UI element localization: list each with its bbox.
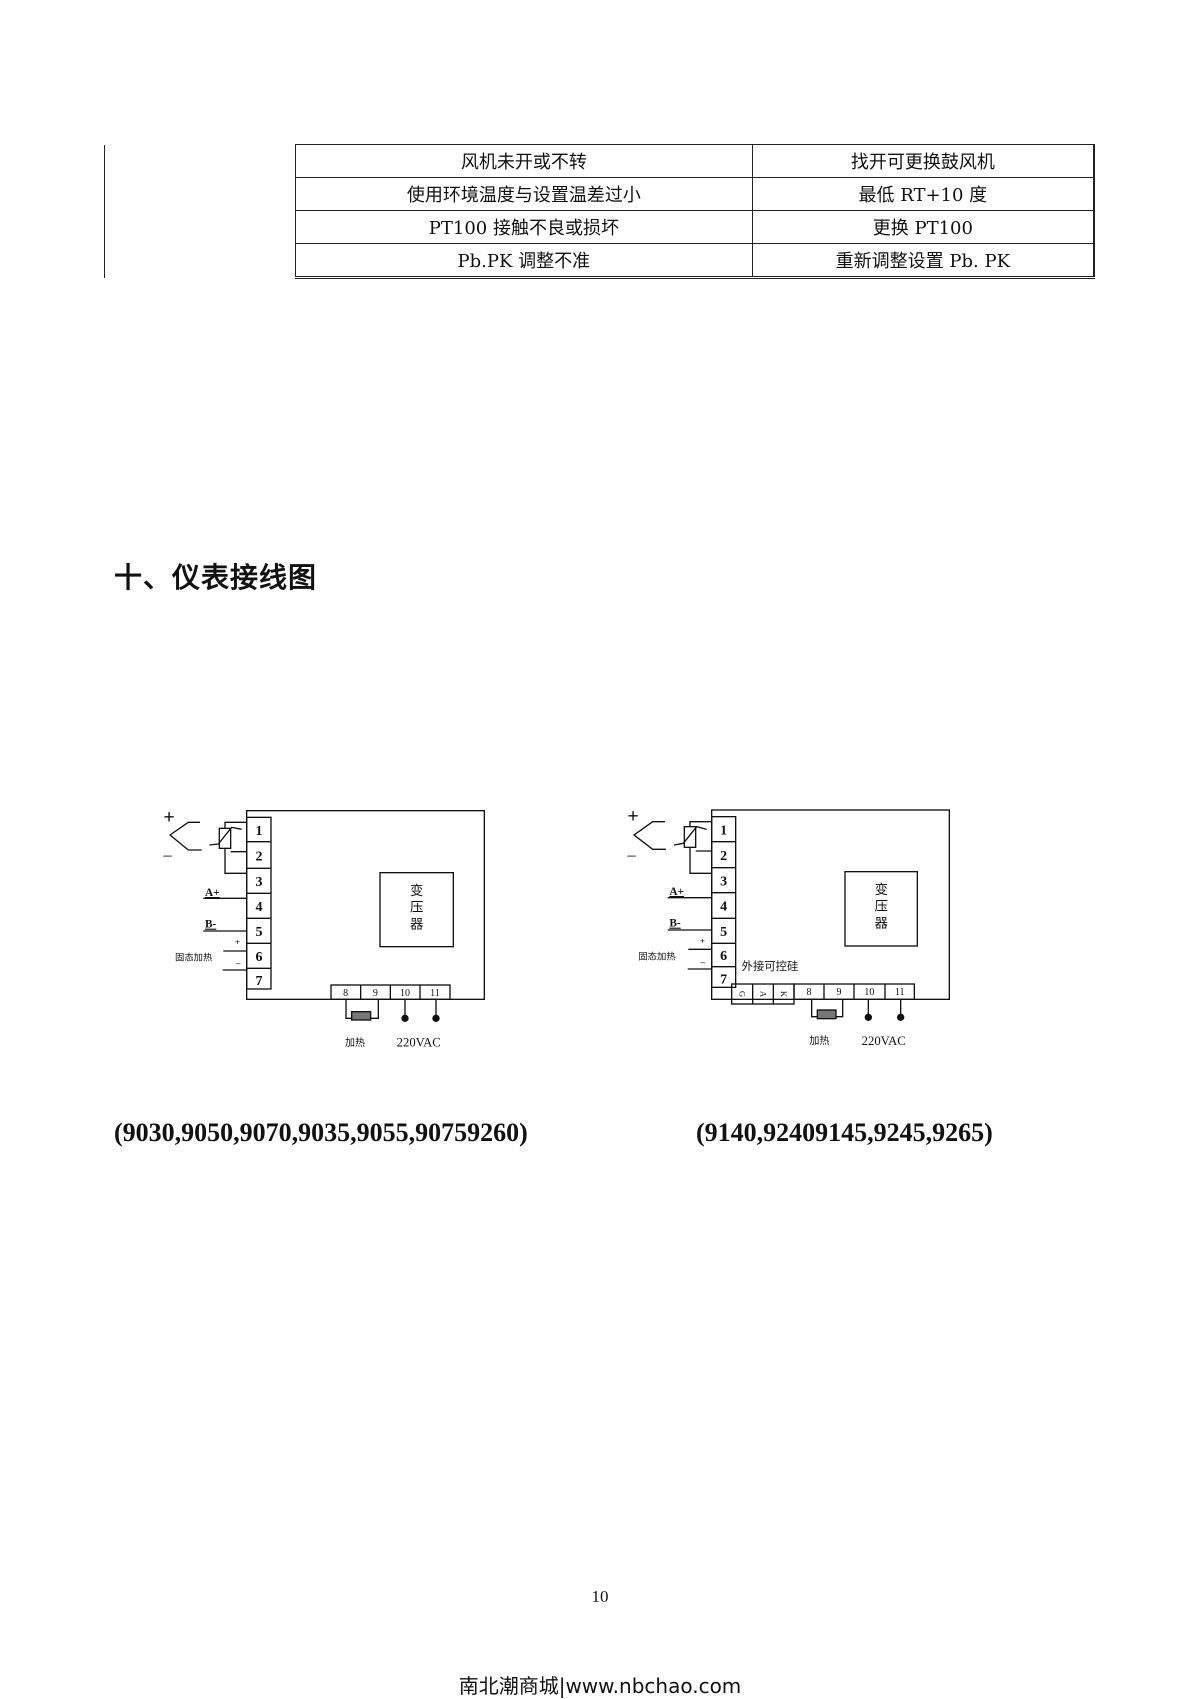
terminal-label: 1 — [720, 823, 727, 838]
ssr-minus-label: – — [235, 958, 241, 968]
minus-label: – — [626, 845, 636, 864]
transformer-label: 器 — [875, 915, 888, 930]
terminal-label: 8 — [343, 988, 348, 999]
cause-cell: Pb.PK 调整不准 — [295, 243, 753, 279]
rtd-icon — [683, 826, 697, 848]
terminal-label: 10 — [400, 988, 410, 999]
thermocouple-icon — [632, 821, 666, 850]
terminal-label: 7 — [256, 974, 263, 989]
heater-label: 加热 — [345, 1036, 365, 1049]
heater-label: 加热 — [809, 1034, 829, 1047]
ssr-label: 固态加热 — [175, 952, 213, 964]
scr-label: 外接可控硅 — [742, 959, 799, 973]
terminal-label: 11 — [430, 988, 440, 999]
ssr-plus-label: + — [700, 936, 705, 946]
ssr-minus-label: – — [700, 957, 706, 967]
ssr-plus-label: + — [235, 937, 240, 947]
terminal-label: 5 — [256, 925, 263, 940]
wiring-diagram-1: + – 1 2 3 4 5 6 7 A+ B- + – 固态加热 变 压 器 8… — [162, 806, 485, 1050]
terminal-label: 3 — [720, 874, 727, 889]
cause-cell: PT100 接触不良或损坏 — [295, 210, 753, 244]
ssr-label: 固态加热 — [638, 950, 676, 962]
minus-label: – — [162, 845, 172, 864]
terminal-label: 4 — [720, 900, 727, 915]
solution-cell: 最低 RT+10 度 — [751, 177, 1095, 211]
footer-watermark: 南北潮商城|www.nbchao.com — [458, 1674, 742, 1698]
terminal-label: 11 — [895, 987, 905, 998]
cause-cell: 使用环境温度与设置温差过小 — [295, 177, 753, 211]
cause-cell: 风机未开或不转 — [295, 144, 753, 178]
page-number: 10 — [591, 1587, 609, 1606]
transformer-label: 压 — [875, 899, 888, 914]
terminal-label: 3 — [256, 875, 263, 890]
scr-terminal-label: A — [758, 991, 768, 998]
troubleshooting-table: 风机未开或不转找开可更换鼓风机 使用环境温度与设置温差过小最低 RT+10 度 … — [104, 144, 1095, 279]
scr-terminal-label: K — [779, 991, 789, 998]
terminal-dot — [864, 1013, 872, 1021]
terminal-dot — [401, 1014, 409, 1022]
transformer-label: 变 — [410, 883, 423, 898]
terminal-strip — [711, 816, 737, 988]
power-label: 220VAC — [862, 1034, 906, 1048]
terminal-label: 8 — [807, 987, 812, 998]
terminal-label: 2 — [256, 850, 263, 865]
solution-cell: 找开可更换鼓风机 — [751, 144, 1095, 178]
scr-terminal-label: G — [737, 991, 747, 997]
diagram-1-caption: (9030,9050,9070,9035,9055,90759260) — [114, 1118, 528, 1147]
terminal-label: 6 — [720, 949, 727, 964]
a-plus-label: A+ — [205, 887, 220, 899]
transformer-box — [844, 871, 918, 947]
terminal-label: 9 — [837, 987, 842, 998]
heater-icon — [816, 1009, 837, 1020]
table-row: 使用环境温度与设置温差过小最低 RT+10 度 — [105, 177, 1095, 211]
terminal-label: 1 — [256, 824, 263, 839]
power-label: 220VAC — [397, 1036, 441, 1050]
transformer-label: 器 — [410, 916, 423, 931]
plus-label: + — [163, 806, 174, 828]
terminal-dot — [432, 1014, 440, 1022]
terminal-label: 2 — [720, 849, 727, 864]
b-minus-label: B- — [669, 918, 681, 930]
fault-cell — [104, 144, 296, 278]
meter-body — [246, 810, 485, 1000]
transformer-label: 变 — [875, 882, 888, 897]
table-row: Pb.PK 调整不准重新调整设置 Pb. PK — [105, 243, 1095, 279]
terminal-dot — [897, 1013, 905, 1021]
terminal-label: 5 — [720, 925, 727, 940]
table-row: 风机未开或不转找开可更换鼓风机 — [104, 144, 1095, 278]
table-row: PT100 接触不良或损坏更换 PT100 — [105, 210, 1095, 244]
terminal-strip — [245, 816, 272, 990]
terminal-label: 9 — [373, 988, 378, 999]
heater-icon — [350, 1010, 372, 1021]
diagram-2-caption: (9140,92409145,9245,9265) — [696, 1118, 993, 1147]
terminal-label: 7 — [720, 972, 727, 987]
a-plus-label: A+ — [669, 886, 684, 898]
transformer-label: 压 — [410, 900, 423, 915]
terminal-label: 10 — [864, 987, 874, 998]
wiring-diagram-2: + – 1 2 3 4 5 6 7 A+ B- + – 固态加热 外接可控硅 G… — [626, 806, 950, 1048]
plus-label: + — [627, 806, 638, 828]
transformer-box — [379, 872, 454, 948]
terminal-label: 6 — [256, 950, 263, 965]
terminal-label: 4 — [256, 900, 263, 915]
section-title: 十、仪表接线图 — [114, 561, 318, 594]
thermocouple-icon — [168, 821, 202, 851]
solution-cell: 更换 PT100 — [751, 210, 1095, 244]
b-minus-label: B- — [205, 919, 217, 931]
solution-cell: 重新调整设置 Pb. PK — [751, 243, 1095, 279]
